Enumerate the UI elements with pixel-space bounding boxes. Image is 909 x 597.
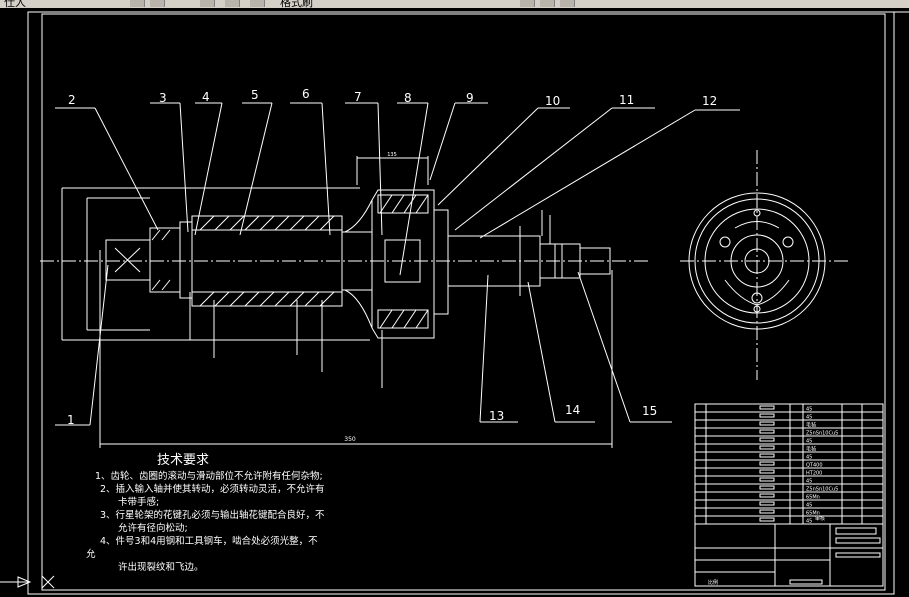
bom-part-name [759, 509, 775, 514]
bom-table [694, 403, 884, 525]
bom-material: 毛毡 [806, 422, 816, 429]
title-ratio-label: 比例 [708, 579, 718, 586]
bom-material: 45 [806, 415, 812, 421]
bom-part-name [759, 517, 775, 522]
bom-part-name [759, 477, 775, 482]
bom-material: 45 [806, 479, 812, 485]
flange [179, 221, 193, 299]
tech-line: 3、行星轮架的花键孔必须与输出轴花键配合良好，不 [100, 510, 325, 521]
tech-line: 允 [86, 549, 96, 560]
ucs-icon [0, 575, 55, 589]
balloon-9: 9 [466, 91, 474, 105]
balloon-7: 7 [354, 90, 362, 104]
bom-material: Z5nSn10Cu5 [806, 487, 838, 493]
toolbar-text-right: 格式刷 [280, 0, 313, 8]
balloon-1: 1 [67, 413, 75, 427]
toolbar-button[interactable] [130, 0, 145, 7]
toolbar-button[interactable] [540, 0, 555, 7]
balloon-15: 15 [642, 404, 657, 418]
tech-line: 4、件号3和4用钢和工具钢车，啮合处必须光整，不 [100, 536, 318, 547]
ring-gear-top [377, 194, 429, 214]
tech-line: 2、插入输入轴并使其转动，必须转动灵活，不允许有 [100, 484, 325, 495]
top-dim-text: 135 [387, 152, 397, 158]
end-cover [433, 209, 449, 315]
toolbar-button[interactable] [200, 0, 215, 7]
bom-part-name [759, 453, 775, 458]
toolbar-text-left: 仕人 [4, 0, 26, 8]
bom-material: 45 [806, 503, 812, 509]
housing-neck [341, 231, 373, 291]
bom-part-name [759, 421, 775, 426]
dim-marks [189, 210, 551, 388]
bom-material: 45 [806, 455, 812, 461]
bom-material: Z5nSn10Cu5 [806, 431, 838, 437]
toolbar-button[interactable] [150, 0, 165, 7]
toolbar: 仕人 格式刷 [0, 0, 909, 8]
tech-line: 卡带手感; [118, 497, 160, 508]
shaft-mark [114, 247, 141, 273]
bom-material: HT200 [806, 471, 822, 477]
bom-part-name [759, 501, 775, 506]
balloon-6: 6 [302, 87, 310, 101]
ring-gear-bottom [377, 309, 429, 329]
title-block: 比例 审核 [694, 515, 884, 587]
cad-drawing-canvas[interactable]: 350 135 [0, 8, 909, 597]
balloon-numbers: 1 2 3 4 5 6 7 8 9 10 11 12 13 14 15 [67, 87, 717, 427]
bom-part-name [759, 461, 775, 466]
tech-line: 1、齿轮、齿圈的滚动与滑动部位不允许附有任何杂物; [95, 471, 323, 482]
flange-curve-bottom [344, 289, 373, 329]
bom-part-name [759, 493, 775, 498]
outer-frame [27, 11, 895, 595]
bom-part-name [759, 413, 775, 418]
balloon-3: 3 [159, 91, 167, 105]
overall-length-text: 350 [344, 436, 356, 443]
tech-line: 许出现裂纹和飞边。 [118, 562, 204, 573]
leader-lines [55, 102, 740, 426]
bom-material: 毛毡 [806, 446, 816, 453]
sun-gear [384, 239, 421, 283]
title-small-label: 审核 [815, 515, 825, 522]
carrier-hatch [379, 194, 429, 329]
balloon-5: 5 [251, 88, 259, 102]
flange-curve-top [344, 199, 373, 233]
tech-line: 允许有径向松动; [118, 523, 188, 534]
balloon-8: 8 [404, 91, 412, 105]
balloon-14: 14 [565, 403, 580, 417]
bom-material: QT400 [806, 463, 823, 469]
bom-material: 65Mn [806, 495, 820, 501]
bom-part-name [759, 485, 775, 490]
bom-material: 45 [806, 439, 812, 445]
toolbar-button[interactable] [520, 0, 535, 7]
output-spline [579, 247, 611, 275]
bom-part-name [759, 437, 775, 442]
inner-frame [41, 13, 886, 591]
bom-material: 65Mn [806, 511, 820, 517]
bom-part-name [759, 445, 775, 450]
balloon-11: 11 [619, 93, 634, 107]
toolbar-button[interactable] [250, 0, 265, 7]
bom-material: 45 [806, 519, 812, 525]
toolbar-button[interactable] [560, 0, 575, 7]
bom-part-name [759, 405, 775, 410]
bom-part-name [759, 469, 775, 474]
bom-rows: 4545毛毡Z5nSn10Cu545毛毡45QT400HT20045Z5nSn1… [695, 405, 883, 525]
balloon-13: 13 [489, 409, 504, 423]
bom-material: 45 [806, 407, 812, 413]
balloon-2: 2 [68, 93, 76, 107]
toolbar-button[interactable] [225, 0, 240, 7]
balloon-12: 12 [702, 94, 717, 108]
side-view [688, 192, 826, 330]
bom-part-name [759, 429, 775, 434]
balloon-10: 10 [545, 94, 560, 108]
balloon-4: 4 [202, 90, 210, 104]
tech-title: 技术要求 [157, 453, 210, 468]
housing-hatch [151, 215, 335, 307]
